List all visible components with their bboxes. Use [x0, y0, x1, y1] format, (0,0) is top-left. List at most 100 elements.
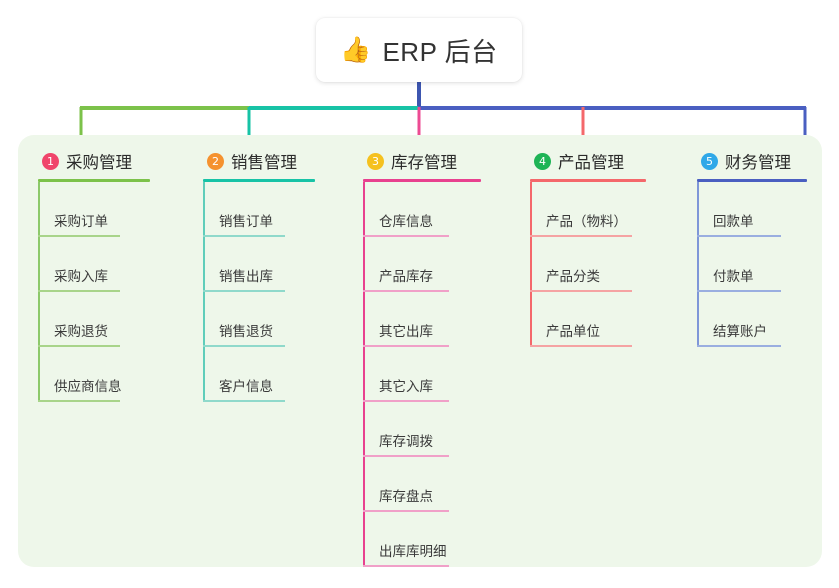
leaf-label: 产品分类 — [546, 269, 600, 284]
leaf-rule — [38, 235, 120, 237]
leaf-label: 销售出库 — [219, 269, 273, 284]
column-badge-2: 2 — [207, 152, 224, 170]
leaf-label: 产品（物料） — [546, 214, 627, 229]
column-title-5: 财务管理 — [725, 154, 791, 172]
column-rule-1 — [38, 179, 150, 182]
column-4: 4 产品管理产品（物料） 产品分类产品单位 — [530, 148, 646, 347]
column-header-3[interactable]: 3 库存管理 — [363, 148, 481, 174]
leaf-rule — [38, 345, 120, 347]
leaf-rule — [203, 345, 285, 347]
column-rule-4 — [530, 179, 646, 182]
root-node[interactable]: 👍 ERP 后台 — [316, 18, 522, 82]
leaf-item[interactable]: 付款单 — [697, 237, 807, 292]
column-badge-4: 4 — [534, 152, 551, 170]
root-title: ERP 后台 — [382, 36, 498, 67]
leaf-list-4: 产品（物料） 产品分类产品单位 — [530, 182, 646, 347]
column-badge-1: 1 — [42, 152, 59, 170]
leaf-label: 销售订单 — [219, 214, 273, 229]
leaf-rule — [363, 290, 449, 292]
column-header-2[interactable]: 2 销售管理 — [203, 148, 315, 174]
leaf-rule — [38, 400, 120, 402]
leaf-item[interactable]: 供应商信息 — [38, 347, 150, 402]
leaf-label: 库存调拨 — [379, 434, 433, 449]
leaf-label: 采购退货 — [54, 324, 108, 339]
leaf-item[interactable]: 采购退货 — [38, 292, 150, 347]
leaf-label: 采购订单 — [54, 214, 108, 229]
leaf-label: 其它出库 — [379, 324, 433, 339]
leaf-item[interactable]: 产品库存 — [363, 237, 481, 292]
column-title-4: 产品管理 — [558, 154, 624, 172]
leaf-rule — [203, 290, 285, 292]
leaf-list-1: 采购订单采购入库采购退货供应商信息 — [38, 182, 150, 402]
leaf-label: 其它入库 — [379, 379, 433, 394]
leaf-list-3: 仓库信息产品库存其它出库其它入库库存调拨库存盘点出库库明细 — [363, 182, 481, 567]
leaf-item[interactable]: 库存调拨 — [363, 402, 481, 457]
leaf-label: 客户信息 — [219, 379, 273, 394]
leaf-list-2: 销售订单销售出库销售退货客户信息 — [203, 182, 315, 402]
leaf-item[interactable]: 采购订单 — [38, 182, 150, 237]
leaf-spine-2 — [203, 182, 205, 402]
leaf-label: 回款单 — [713, 214, 754, 229]
leaf-spine-4 — [530, 182, 532, 347]
leaf-label: 产品库存 — [379, 269, 433, 284]
leaf-item[interactable]: 结算账户 — [697, 292, 807, 347]
leaf-rule — [530, 290, 632, 292]
column-title-3: 库存管理 — [391, 154, 457, 172]
leaf-spine-5 — [697, 182, 699, 347]
leaf-label: 采购入库 — [54, 269, 108, 284]
column-rule-2 — [203, 179, 315, 182]
leaf-rule — [363, 510, 449, 512]
column-3: 3 库存管理仓库信息产品库存其它出库其它入库库存调拨库存盘点出库库明细 — [363, 148, 481, 567]
leaf-item[interactable]: 出库库明细 — [363, 512, 481, 567]
leaf-item[interactable]: 客户信息 — [203, 347, 315, 402]
leaf-item[interactable]: 产品（物料） — [530, 182, 646, 237]
column-title-1: 采购管理 — [66, 154, 132, 172]
column-badge-3: 3 — [367, 152, 384, 170]
leaf-rule — [363, 455, 449, 457]
leaf-rule — [203, 235, 285, 237]
column-header-4[interactable]: 4 产品管理 — [530, 148, 646, 174]
column-badge-5: 5 — [701, 152, 718, 170]
leaf-rule — [530, 235, 632, 237]
leaf-rule — [363, 345, 449, 347]
leaf-item[interactable]: 销售退货 — [203, 292, 315, 347]
leaf-label: 出库库明细 — [379, 544, 447, 559]
thumbs-up-icon: 👍 — [340, 35, 372, 64]
leaf-rule — [697, 290, 781, 292]
leaf-label: 销售退货 — [219, 324, 273, 339]
leaf-label: 产品单位 — [546, 324, 600, 339]
column-header-1[interactable]: 1 采购管理 — [38, 148, 150, 174]
leaf-item[interactable]: 销售订单 — [203, 182, 315, 237]
leaf-rule — [363, 400, 449, 402]
leaf-label: 付款单 — [713, 269, 754, 284]
leaf-item[interactable]: 产品分类 — [530, 237, 646, 292]
leaf-rule — [203, 400, 285, 402]
leaf-rule — [697, 345, 781, 347]
content-panel — [18, 135, 822, 567]
leaf-item[interactable]: 仓库信息 — [363, 182, 481, 237]
leaf-list-5: 回款单付款单结算账户 — [697, 182, 807, 347]
leaf-item[interactable]: 回款单 — [697, 182, 807, 237]
column-header-5[interactable]: 5 财务管理 — [697, 148, 807, 174]
leaf-label: 库存盘点 — [379, 489, 433, 504]
leaf-item[interactable]: 采购入库 — [38, 237, 150, 292]
leaf-rule — [38, 290, 120, 292]
leaf-rule — [363, 235, 449, 237]
column-5: 5 财务管理回款单付款单结算账户 — [697, 148, 807, 347]
leaf-item[interactable]: 其它出库 — [363, 292, 481, 347]
leaf-spine-1 — [38, 182, 40, 402]
column-1: 1 采购管理采购订单采购入库采购退货供应商信息 — [38, 148, 150, 402]
leaf-spine-3 — [363, 182, 365, 567]
leaf-item[interactable]: 销售出库 — [203, 237, 315, 292]
leaf-label: 结算账户 — [713, 324, 767, 339]
column-title-2: 销售管理 — [231, 154, 297, 172]
leaf-label: 供应商信息 — [54, 379, 122, 394]
column-rule-3 — [363, 179, 481, 182]
leaf-item[interactable]: 库存盘点 — [363, 457, 481, 512]
leaf-rule — [697, 235, 781, 237]
leaf-item[interactable]: 其它入库 — [363, 347, 481, 402]
leaf-rule — [530, 345, 632, 347]
leaf-rule — [363, 565, 449, 567]
leaf-item[interactable]: 产品单位 — [530, 292, 646, 347]
